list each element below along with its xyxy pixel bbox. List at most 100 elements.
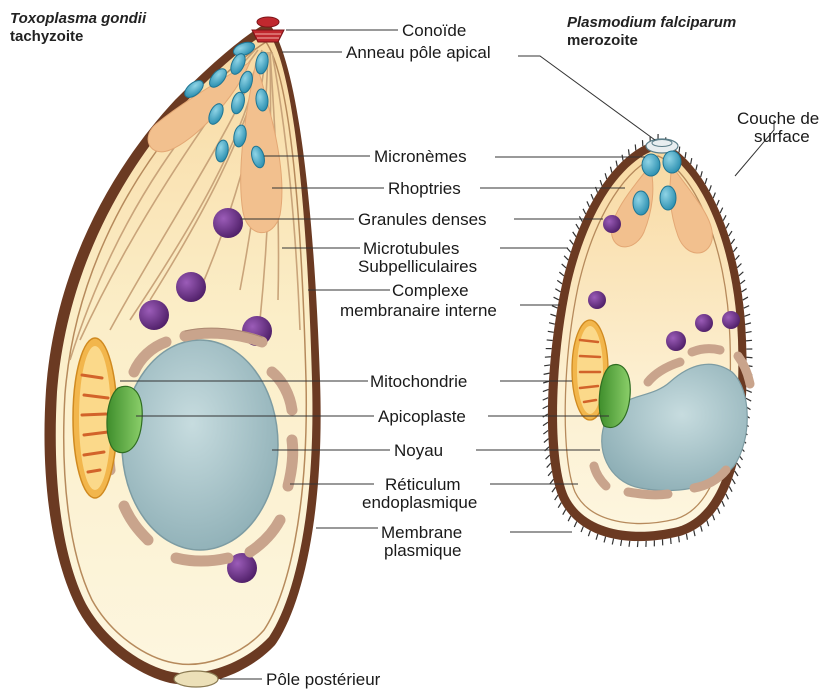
surface-coat-bristle: [558, 503, 561, 508]
surface-coat-bristle: [739, 272, 743, 276]
label-apicoplaste: Apicoplaste: [378, 407, 466, 426]
surface-coat-bristle: [583, 209, 586, 214]
surface-coat-bristle: [564, 256, 568, 260]
label-couche-1: Couche de: [737, 109, 819, 128]
surface-coat-bristle: [588, 531, 590, 537]
surface-coat-bristle: [548, 471, 552, 476]
label-couche-2: surface: [754, 127, 810, 146]
surface-coat-bristle: [544, 365, 550, 366]
surface-coat-bristle: [718, 508, 720, 514]
surface-coat-bristle: [731, 239, 734, 244]
surface-coat-bristle: [720, 208, 723, 213]
plasmodium-title: Plasmodium falciparum merozoite: [567, 14, 736, 50]
surface-coat-bristle: [543, 398, 548, 400]
surface-coat-bristle: [543, 389, 549, 391]
surface-coat-bristle: [679, 147, 680, 153]
surface-coat-bristle: [552, 306, 558, 308]
label-mitochondrie: Mitochondrie: [370, 372, 467, 391]
surface-coat-bristle: [735, 255, 739, 259]
surface-coat-bristle: [726, 223, 729, 228]
surface-coat-bristle: [573, 232, 576, 237]
label-granules: Granules denses: [358, 210, 487, 229]
surface-coat-bristle: [745, 323, 751, 325]
surface-coat-bristle: [543, 430, 548, 434]
label-conoide: Conoïde: [402, 21, 466, 40]
surface-coat-bristle: [587, 201, 589, 206]
plasmodium-species: Plasmodium falciparum: [567, 14, 736, 32]
label-microtubules-1: Microtubules: [363, 239, 459, 258]
toxoplasma-nucleus: [122, 340, 278, 550]
surface-coat-bristle: [701, 171, 703, 177]
surface-coat-bristle: [743, 297, 748, 300]
posterior-pole: [174, 671, 218, 687]
surface-coat-bristle: [581, 526, 583, 532]
surface-coat-bristle: [574, 521, 576, 526]
surface-coat-bristle: [723, 215, 726, 220]
surface-coat-bristle: [717, 200, 719, 206]
surface-coat-bristle: [735, 471, 738, 476]
surface-coat-bristle: [696, 165, 697, 171]
surface-coat-bristle: [722, 501, 724, 506]
surface-coat-bristle: [550, 479, 554, 484]
surface-coat-bristle: [612, 539, 613, 545]
surface-coat-bristle: [635, 144, 636, 150]
surface-coat-bristle: [550, 314, 556, 316]
surface-coat-bristle: [746, 398, 751, 401]
surface-coat-bristle: [729, 486, 732, 491]
surface-coat-bristle: [629, 541, 630, 547]
surface-coat-bristle: [745, 314, 751, 316]
surface-coat-bristle: [591, 194, 593, 200]
label-complexe-2: membranaire interne: [340, 301, 497, 320]
surface-coat-bristle: [549, 323, 555, 324]
surface-coat-bristle: [729, 231, 732, 236]
surface-coat-bristle: [555, 495, 558, 500]
plasmodium-cell: [543, 134, 753, 547]
toxoplasma-stage: tachyzoite: [10, 28, 146, 46]
label-reticulum-1: Réticulum: [385, 475, 461, 494]
surface-coat-bristle: [733, 247, 737, 252]
label-noyau: Noyau: [394, 441, 443, 460]
surface-coat-bristle: [557, 280, 562, 283]
label-rhoptries: Rhoptries: [388, 179, 461, 198]
plasmodium-stage: merozoite: [567, 32, 736, 50]
surface-coat-bristle: [570, 240, 574, 245]
surface-coat-bristle: [543, 381, 549, 383]
surface-coat-bristle: [737, 263, 741, 267]
surface-coat-bristle: [685, 152, 686, 158]
label-membrane-2: plasmique: [384, 541, 462, 560]
surface-coat-bristle: [637, 541, 638, 547]
surface-coat-bristle: [610, 167, 611, 173]
surface-coat-bristle: [562, 264, 566, 268]
label-anneau: Anneau pôle apical: [346, 43, 491, 62]
surface-coat-bristle: [559, 272, 564, 276]
surface-coat-bristle: [701, 526, 703, 532]
toxoplasma-species: Toxoplasma gondii: [10, 10, 146, 28]
surface-coat-bristle: [746, 390, 751, 392]
surface-coat-bristle: [547, 463, 551, 467]
surface-coat-bristle: [686, 534, 687, 540]
toxoplasma-cell: [44, 17, 320, 687]
surface-coat-bristle: [713, 193, 715, 199]
surface-coat-bristle: [746, 340, 752, 341]
label-micronemes: Micronèmes: [374, 147, 467, 166]
surface-coat-bristle: [563, 509, 566, 514]
surface-coat-bristle: [705, 178, 707, 184]
surface-coat-bristle: [726, 494, 729, 499]
surface-coat-bristle: [576, 224, 579, 229]
surface-coat-bristle: [744, 306, 749, 309]
surface-coat-bristle: [616, 161, 617, 167]
toxoplasma-title: Toxoplasma gondii tachyzoite: [10, 10, 146, 46]
label-pole-posterieur: Pôle postérieur: [266, 670, 381, 689]
surface-coat-bristle: [622, 155, 623, 161]
surface-coat-bristle: [605, 173, 607, 179]
surface-coat-bristle: [547, 340, 553, 341]
surface-coat-bristle: [707, 520, 709, 526]
surface-coat-bristle: [604, 537, 606, 543]
surface-coat-bristle: [742, 289, 747, 292]
surface-coat-bristle: [694, 530, 695, 536]
surface-coat-bristle: [621, 540, 622, 546]
label-reticulum-2: endoplasmique: [362, 493, 477, 512]
label-membrane-1: Membrane: [381, 523, 462, 542]
